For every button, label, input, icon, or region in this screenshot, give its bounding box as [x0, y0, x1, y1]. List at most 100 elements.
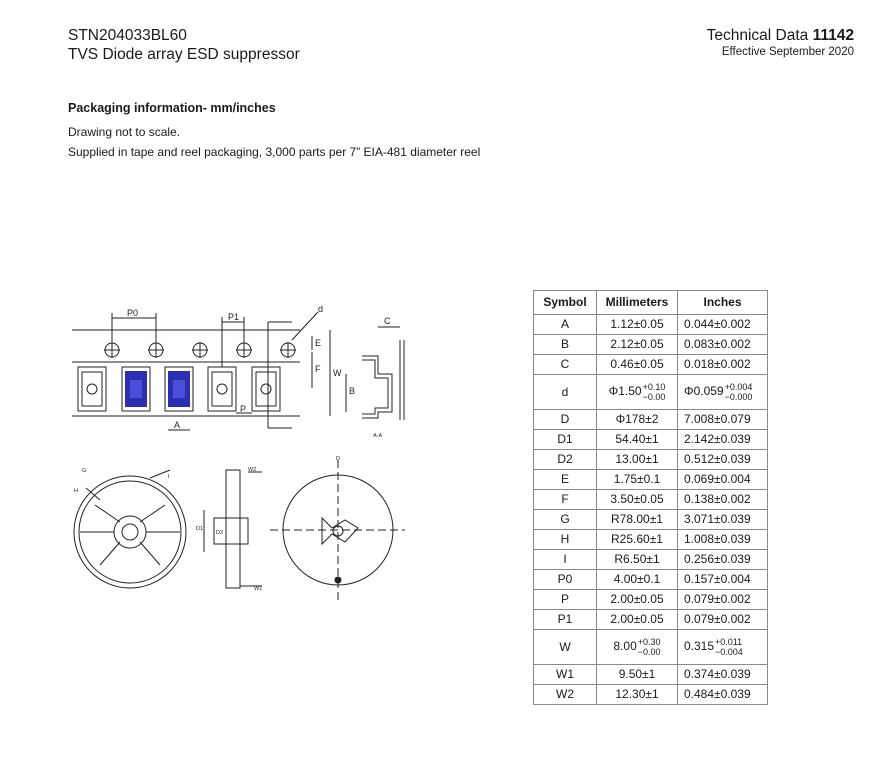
- cross-section: [345, 326, 405, 420]
- cell-in: 7.008±0.079: [677, 409, 768, 430]
- label-p1: P1: [228, 312, 239, 322]
- cell-symbol: P: [533, 589, 597, 610]
- cell-in: 0.484±0.039: [677, 684, 768, 705]
- table-row: W 8.00+0.30−0.00 0.315+0.011−0.004: [533, 629, 768, 665]
- cell-symbol: B: [533, 334, 597, 355]
- section-title: Packaging information- mm/inches: [68, 101, 276, 115]
- cell-in: 0.079±0.002: [677, 589, 768, 610]
- cell-symbol: D: [533, 409, 597, 430]
- header-right: Technical Data 11142 Effective September…: [707, 26, 854, 60]
- label-d1: D1: [196, 526, 203, 532]
- cell-symbol: P0: [533, 569, 597, 590]
- cell-mm-value: 8.00: [613, 639, 637, 654]
- cell-in-value: Φ0.059: [684, 384, 724, 399]
- cell-in: 2.142±0.039: [677, 429, 768, 450]
- cell-mm: Φ178±2: [596, 409, 678, 430]
- label-p0: P0: [127, 308, 138, 318]
- cell-in: 3.071±0.039: [677, 509, 768, 530]
- cell-mm: 4.00±0.1: [596, 569, 678, 590]
- cell-mm: 1.12±0.05: [596, 314, 678, 335]
- cell-symbol: W2: [533, 684, 597, 705]
- cell-symbol: F: [533, 489, 597, 510]
- cell-in: 0.138±0.002: [677, 489, 768, 510]
- header-symbol: Symbol: [533, 290, 597, 315]
- cell-mm: 1.75±0.1: [596, 469, 678, 490]
- cell-mm: 2.00±0.05: [596, 609, 678, 630]
- cell-in: 0.018±0.002: [677, 354, 768, 375]
- cell-symbol: W1: [533, 664, 597, 685]
- label-f: F: [315, 364, 321, 374]
- label-w2: W2: [248, 467, 256, 473]
- cell-mm: 0.46±0.05: [596, 354, 678, 375]
- tol-down: −0.00: [642, 392, 666, 402]
- cell-symbol: D2: [533, 449, 597, 470]
- label-d2: D2: [216, 530, 223, 536]
- cell-in: 0.157±0.004: [677, 569, 768, 590]
- label-g: G: [82, 468, 86, 474]
- cell-symbol: D1: [533, 429, 597, 450]
- cell-mm: 8.00+0.30−0.00: [596, 629, 678, 665]
- cell-in-tolerance: +0.004−0.000: [725, 382, 753, 402]
- label-w: W: [333, 368, 342, 378]
- header-millimeters: Millimeters: [596, 290, 678, 315]
- cell-in: 1.008±0.039: [677, 529, 768, 550]
- header-left: STN204033BL60 TVS Diode array ESD suppre…: [68, 26, 300, 64]
- cell-in: 0.256±0.039: [677, 549, 768, 570]
- cell-in: 0.512±0.039: [677, 449, 768, 470]
- note-packaging: Supplied in tape and reel packaging, 3,0…: [68, 145, 481, 159]
- cell-symbol: A: [533, 314, 597, 335]
- table-header-row: Symbol Millimeters Inches: [533, 290, 768, 315]
- cell-in-value: 0.315: [684, 639, 715, 654]
- label-section-aa: A-A: [373, 433, 383, 439]
- cell-symbol: W: [533, 629, 597, 665]
- tape-drawing: [72, 311, 331, 431]
- tol-up: +0.10: [642, 382, 666, 392]
- reel-side: [203, 469, 262, 589]
- label-reel-d: D: [336, 456, 340, 462]
- cell-in: 0.079±0.002: [677, 609, 768, 630]
- packaging-section: Packaging information- mm/inches Drawing…: [68, 99, 668, 162]
- components: [125, 371, 190, 407]
- cell-mm: Φ1.50+0.10−0.00: [596, 374, 678, 410]
- header-inches: Inches: [677, 290, 768, 315]
- cell-symbol: E: [533, 469, 597, 490]
- label-w1: W1: [254, 586, 262, 592]
- part-number: STN204033BL60: [68, 27, 187, 44]
- label-a: A: [174, 420, 180, 430]
- tol-down: −0.004: [715, 647, 743, 657]
- tol-up: +0.30: [637, 637, 661, 647]
- cell-in: 0.083±0.002: [677, 334, 768, 355]
- cell-symbol: H: [533, 529, 597, 550]
- cell-symbol: P1: [533, 609, 597, 630]
- label-b: B: [349, 386, 355, 396]
- cell-in-tolerance: +0.011−0.004: [715, 637, 743, 657]
- cell-mm-value: Φ1.50: [608, 384, 642, 399]
- cell-in: 0.374±0.039: [677, 664, 768, 685]
- cell-symbol: I: [533, 549, 597, 570]
- doc-type: Technical Data: [706, 27, 809, 44]
- cell-mm: 2.00±0.05: [596, 589, 678, 610]
- cell-mm-tolerance: +0.10−0.00: [643, 382, 666, 402]
- label-e: E: [315, 338, 321, 348]
- table-row: d Φ1.50+0.10−0.00 Φ0.059+0.004−0.000: [533, 374, 768, 410]
- cell-in: 0.315+0.011−0.004: [677, 629, 768, 665]
- cell-symbol: d: [533, 374, 597, 410]
- cell-mm: 9.50±1: [596, 664, 678, 685]
- label-p: P: [240, 404, 246, 414]
- effective-date: Effective September 2020: [721, 46, 854, 58]
- doc-number: 11142: [812, 27, 854, 44]
- reel-front: [73, 469, 187, 589]
- cell-mm: 13.00±1: [596, 449, 678, 470]
- cell-mm: 54.40±1: [596, 429, 678, 450]
